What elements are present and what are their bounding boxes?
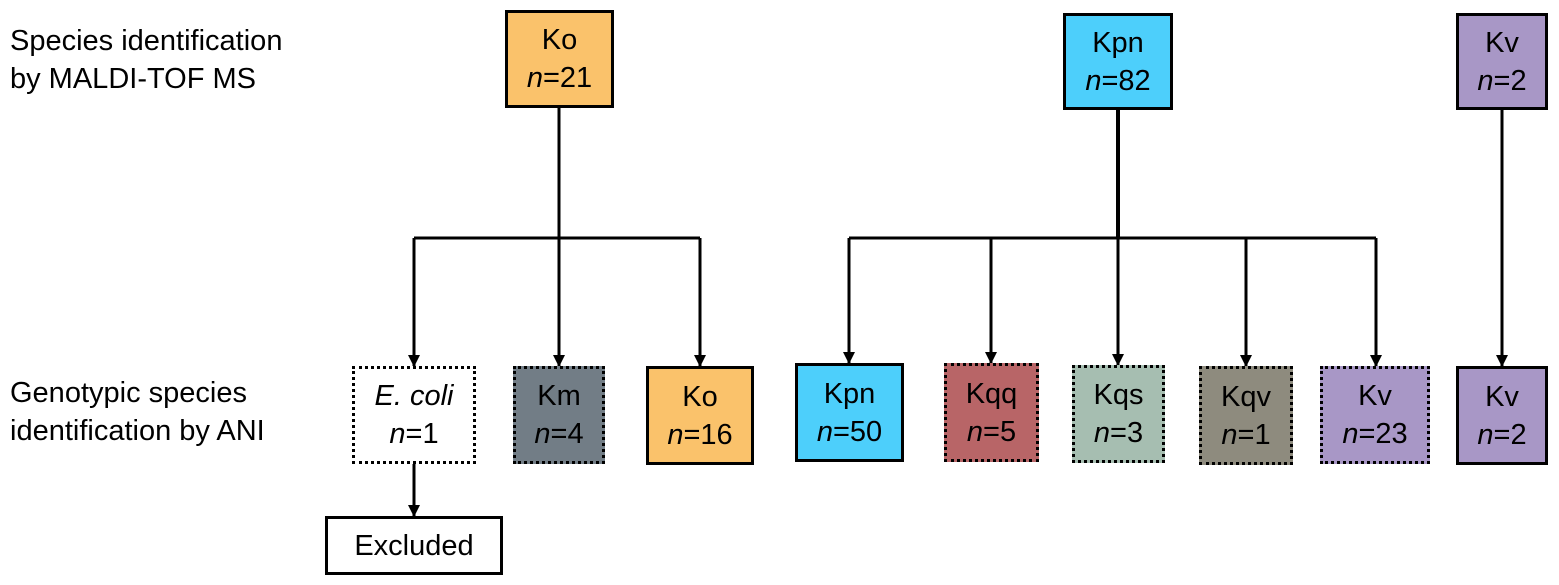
row-label-maldi-line2: by MALDI-TOF MS	[10, 63, 256, 95]
node-label: Kqq	[965, 377, 1018, 410]
node-label: E. coli	[374, 380, 454, 412]
row-label-ani-line1: Genotypic species	[10, 377, 247, 409]
row-label-maldi-line1: Species identification	[10, 25, 283, 57]
node-km-ani: Km n=4	[513, 366, 605, 464]
node-kqs-ani: Kqs n=3	[1072, 365, 1165, 463]
node-ko-ani: Ko n=16	[646, 366, 754, 465]
node-count: n=23	[1342, 418, 1408, 450]
node-label: Ko	[682, 380, 718, 413]
row-label-ani-line2: identification by ANI	[10, 415, 265, 447]
row-label-ani: Genotypic species identification by ANI	[10, 374, 265, 450]
node-count: n=3	[1093, 417, 1144, 449]
node-label: Kv	[1358, 380, 1392, 412]
node-ecoli-ani: E. coli n=1	[352, 366, 476, 464]
node-kqq-ani: Kqq n=5	[944, 363, 1039, 462]
node-kpn-maldi: Kpn n=82	[1063, 13, 1173, 110]
node-count: n=1	[1221, 418, 1271, 451]
node-label: Kpn	[823, 377, 876, 410]
node-label: Kqv	[1221, 380, 1271, 413]
node-label: Km	[537, 380, 581, 412]
node-label: Kqs	[1093, 379, 1144, 411]
node-count: n=16	[667, 418, 733, 451]
node-kv2-ani: Kv n=2	[1456, 366, 1548, 465]
node-count: n=1	[389, 418, 439, 450]
node-excluded: Excluded	[325, 516, 503, 575]
node-kv-ani: Kv n=23	[1320, 366, 1430, 464]
node-label: Excluded	[354, 529, 474, 562]
node-count: n=2	[1477, 418, 1527, 451]
node-kpn-ani: Kpn n=50	[795, 363, 904, 462]
node-label: Ko	[541, 24, 578, 56]
node-count: n=5	[966, 415, 1017, 448]
node-kqv-ani: Kqv n=1	[1199, 366, 1293, 465]
node-label: Kv	[1485, 26, 1519, 59]
row-label-maldi: Species identification by MALDI-TOF MS	[10, 22, 282, 98]
node-count: n=50	[816, 415, 883, 448]
node-label: Kpn	[1092, 26, 1144, 59]
node-count: n=21	[526, 62, 593, 94]
node-ko-maldi: Ko n=21	[505, 10, 614, 108]
node-count: n=4	[534, 418, 584, 450]
node-label: Kv	[1485, 380, 1519, 413]
node-count: n=82	[1085, 64, 1151, 97]
node-kv-maldi: Kv n=2	[1456, 13, 1548, 110]
node-count: n=2	[1477, 64, 1527, 97]
